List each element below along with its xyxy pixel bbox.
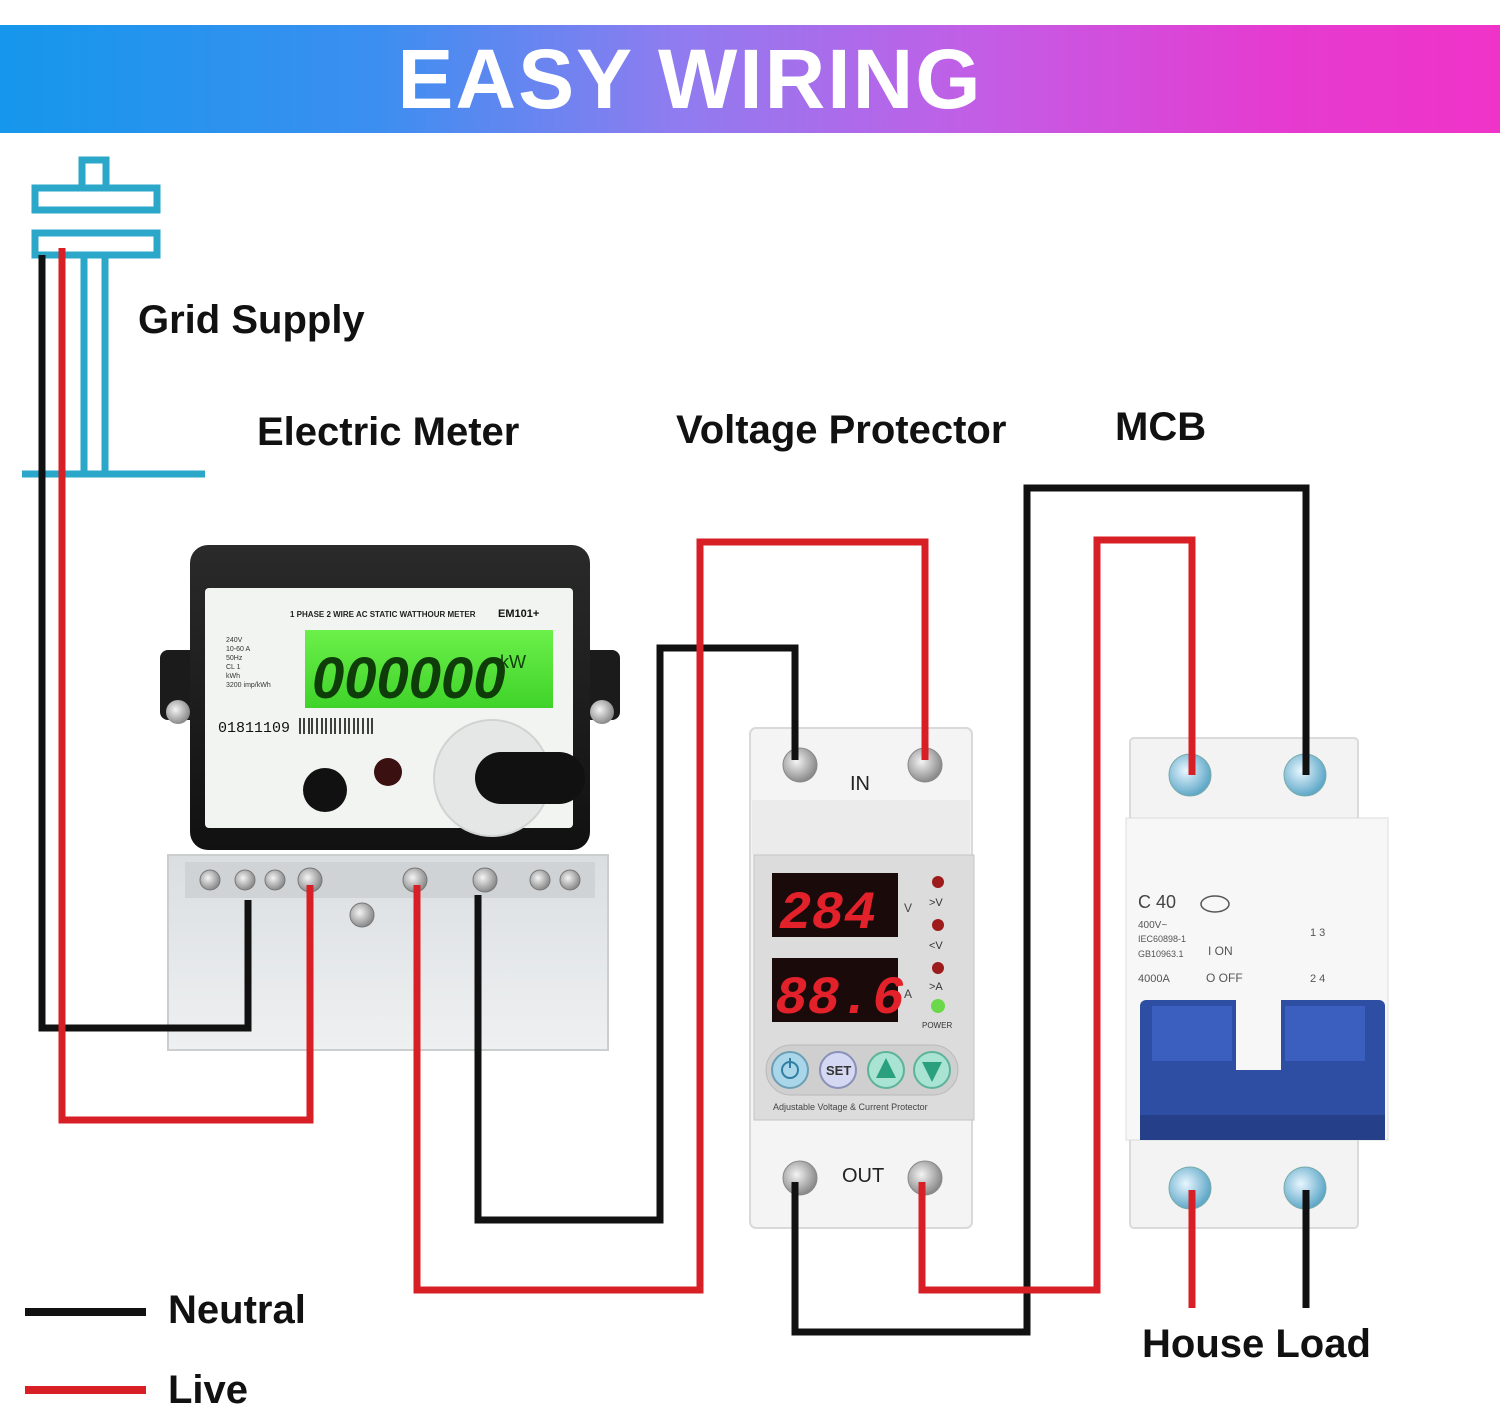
meter-barcode <box>299 718 373 734</box>
banner: EASY WIRING <box>0 25 1500 133</box>
meter-serial: 01811109 <box>218 720 290 737</box>
mcb-top-terminal-labels: 1 3 <box>1310 927 1325 939</box>
label-voltage-protector: Voltage Protector <box>676 408 1007 452</box>
meter-spec-line: 10-60 A <box>226 646 250 653</box>
mcb-standard-line: IEC60898-1 <box>1138 934 1186 944</box>
indicator-under-voltage-led <box>932 919 944 931</box>
power-button <box>771 1051 809 1089</box>
legend-live-label: Live <box>168 1368 249 1412</box>
protector-current-display: 88.6 <box>775 969 905 1030</box>
indicator-over-current-led <box>932 962 944 974</box>
protector-voltage-display: 284 <box>779 884 876 945</box>
meter-spec-line: 3200 imp/kWh <box>226 682 271 689</box>
neutral-wires <box>38 255 1310 1336</box>
label-grid-supply: Grid Supply <box>138 298 365 342</box>
meter-seal-knob <box>475 752 585 804</box>
label-electric-meter: Electric Meter <box>257 410 520 454</box>
protector-voltage-unit: V <box>904 901 912 915</box>
set-button-label: SET <box>826 1063 851 1078</box>
protector-out-label: OUT <box>842 1165 884 1187</box>
protector-caption: Adjustable Voltage & Current Protector <box>773 1102 928 1112</box>
meter-specs: 240V 10-60 A 50Hz CL 1 kWh 3200 imp/kWh <box>226 637 271 689</box>
mcb-standard-line: GB10963.1 <box>1138 949 1184 959</box>
protector-in-label: IN <box>850 773 870 795</box>
mcb-breaking-capacity: 4000A <box>1138 973 1170 985</box>
meter-spec-line: 240V <box>226 637 243 644</box>
label-house-load: House Load <box>1142 1322 1371 1366</box>
down-arrow-icon <box>913 1051 951 1089</box>
meter-spec-line: CL 1 <box>226 664 241 671</box>
live-wires <box>58 248 1196 1308</box>
meter-title: 1 PHASE 2 WIRE AC STATIC WATTHOUR METER <box>290 610 476 619</box>
meter-lcd <box>305 630 553 708</box>
indicator-label: <V <box>929 940 943 952</box>
electric-meter: 000000 kW 1 PHASE 2 WIRE AC STATIC WATTH… <box>160 545 620 1051</box>
meter-button <box>303 768 347 812</box>
meter-spec-line: 50Hz <box>226 655 243 662</box>
set-button: SET <box>819 1051 857 1089</box>
indicator-label: POWER <box>922 1021 952 1030</box>
mcb-rating: C 40 <box>1138 892 1176 912</box>
legend-neutral-label: Neutral <box>168 1288 306 1332</box>
mcb-bottom-terminal-labels: 2 4 <box>1310 973 1325 985</box>
banner-title: EASY WIRING <box>397 32 983 126</box>
meter-reading: 000000 <box>312 646 506 711</box>
mcb-voltage: 400V~ <box>1138 920 1167 931</box>
mcb-switch-handles <box>1140 1000 1385 1140</box>
protector-indicator-labels: >V <V >A POWER <box>922 897 952 1030</box>
grid-supply-pole-icon <box>22 156 205 478</box>
indicator-power-led <box>931 999 945 1013</box>
mcb-on-label: I ON <box>1208 944 1233 958</box>
protector-current-unit: A <box>904 987 912 1001</box>
meter-model: EM101+ <box>498 608 539 620</box>
label-mcb: MCB <box>1115 405 1207 449</box>
mcb-off-label: O OFF <box>1206 971 1243 985</box>
meter-pulse-led <box>374 758 402 786</box>
meter-unit: kW <box>500 652 526 672</box>
indicator-label: >A <box>929 981 943 993</box>
meter-spec-line: kWh <box>226 673 240 680</box>
indicator-label: >V <box>929 897 943 909</box>
up-arrow-icon <box>867 1051 905 1089</box>
indicator-over-voltage-led <box>932 876 944 888</box>
